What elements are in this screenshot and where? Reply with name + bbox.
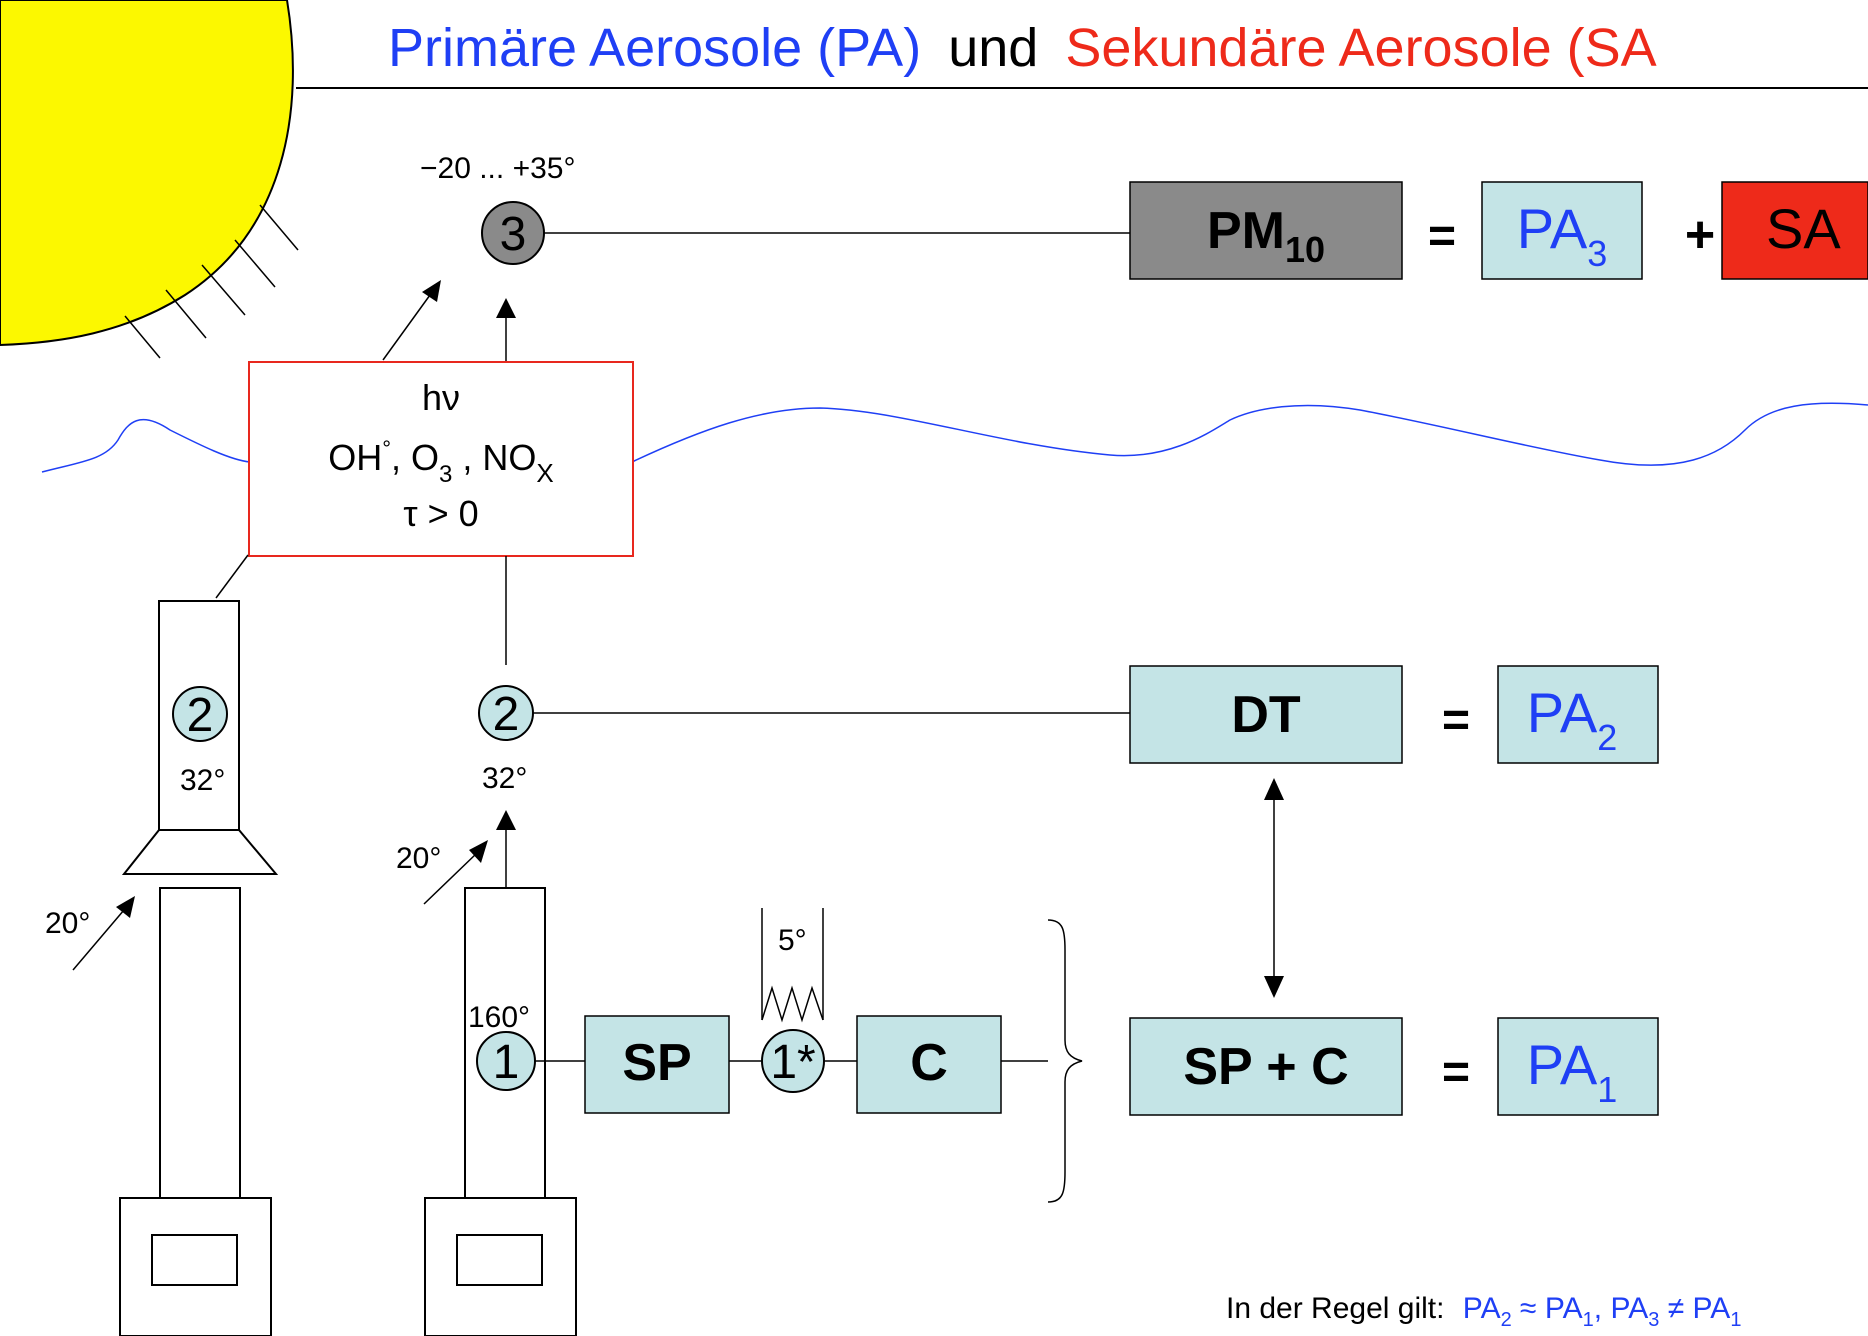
arrow-right-20: [423, 852, 478, 905]
temp-5: 5°: [778, 924, 807, 957]
footnote: In der Regel gilt: PA2 ≈ PA1, PA3 ≠ PA1: [1226, 1292, 1741, 1331]
pm10-label: PM10: [1207, 202, 1325, 270]
temp-right-20: 20°: [396, 842, 441, 875]
reaction-oxidants: OH°, O3 , NOX: [328, 436, 554, 488]
sp-box-label: SP: [622, 1034, 691, 1092]
c-box: [856, 1015, 1002, 1114]
heater-zigzag: [761, 908, 824, 1023]
temp-left-32: 32°: [180, 764, 225, 797]
title-secondary-aerosols: Sekundäre Aerosole (SA: [1065, 18, 1656, 78]
sa-label: SA: [1766, 197, 1841, 260]
equals-dt: =: [1442, 694, 1470, 747]
title-and: und: [948, 18, 1038, 78]
equals-sp-c: =: [1442, 1046, 1470, 1099]
temp-right-32: 32°: [482, 762, 527, 795]
pa1-label: PA1: [1527, 1033, 1618, 1110]
reaction-light: hν: [422, 377, 460, 418]
arrowhead-up-node3: [496, 298, 516, 318]
arrowhead-right-20: [469, 840, 488, 863]
boundary-wave: [41, 402, 1868, 473]
line-box-left-tower: [215, 554, 249, 599]
c-box-label: C: [910, 1034, 948, 1092]
node-2-right-label: 2: [493, 688, 520, 741]
sp-c-box: [1129, 1017, 1403, 1116]
node-1-star-label: 1*: [770, 1036, 815, 1089]
right-sampler-tower: [424, 887, 577, 1336]
arrowhead-left-20: [116, 896, 135, 918]
node-2-left: [172, 686, 228, 742]
title-primary-aerosols: Primäre Aerosole (PA): [388, 18, 921, 78]
page-title: Primäre Aerosole (PA) und Sekundäre Aero…: [388, 18, 1657, 78]
sa-box: [1721, 181, 1868, 280]
temp-range-label: −20 ... +35°: [420, 152, 575, 185]
dt-box: [1129, 665, 1403, 764]
arrow-diag-node3: [382, 294, 431, 361]
temp-160: 160°: [468, 1001, 530, 1034]
reaction-time: τ > 0: [403, 493, 478, 534]
pa3-label: PA3: [1517, 197, 1608, 274]
curly-brace: [1047, 919, 1083, 1203]
arrowhead-up-node2: [496, 810, 516, 830]
node-2-left-label: 2: [187, 689, 214, 742]
double-arrow-top: [1264, 778, 1284, 800]
reaction-conditions-box: [248, 361, 634, 557]
pa2-box: [1497, 665, 1659, 764]
pm10-box: [1129, 181, 1403, 280]
pa2-label: PA2: [1527, 681, 1618, 758]
sp-box: [584, 1015, 730, 1114]
sun: [0, 0, 299, 359]
node-3-label: 3: [500, 208, 527, 261]
double-arrow-bottom: [1264, 976, 1284, 998]
pa1-box: [1497, 1017, 1659, 1116]
node-1-label: 1: [493, 1036, 520, 1089]
arrowhead-diag-node3: [422, 280, 441, 302]
plus-sign: +: [1685, 206, 1715, 264]
equals-pm10: =: [1428, 210, 1456, 263]
temp-left-20: 20°: [45, 907, 90, 940]
sp-c-label: SP + C: [1183, 1038, 1348, 1096]
arrow-left-20: [72, 909, 125, 971]
pa3-box: [1481, 181, 1643, 280]
dt-label: DT: [1231, 686, 1301, 744]
